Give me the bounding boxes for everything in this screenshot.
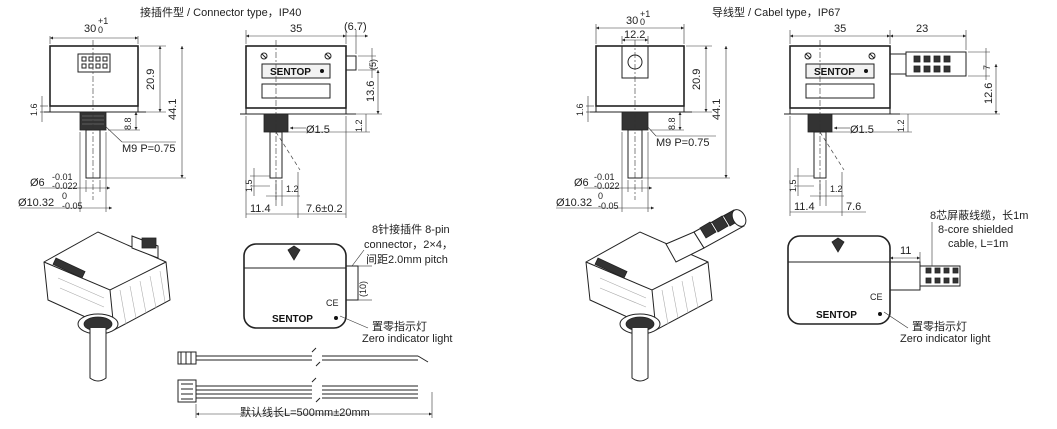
title-connector-type: 接插件型 / Connector type，IP40 <box>140 5 301 19</box>
cable-gland-iso <box>665 209 747 263</box>
dim-overall: 44.1 <box>711 99 723 120</box>
dim-shaft-dia: Ø6 <box>30 177 45 189</box>
brand-label: SENTOP <box>816 310 857 321</box>
connector-front-view: 30 +1 0 20.9 44.1 8.8 1.6 M9 P=0.75 Ø6 -… <box>18 16 186 212</box>
dim-shaft-len: 8.8 <box>667 117 677 130</box>
brand-label: SENTOP <box>270 67 311 78</box>
pin-note-line2: connector，2×4， <box>364 239 453 251</box>
dim-1-2a: 1.2 <box>896 119 906 132</box>
dim-7: 7 <box>982 65 992 70</box>
dim-body-dia-tol-bottom: -0.05 <box>598 201 619 211</box>
dim-shaft-dia-tol-top: -0.01 <box>52 172 73 182</box>
zero-indicator-cn: 置零指示灯 <box>912 319 967 333</box>
cable-front-view: 30 +1 0 12.2 20.9 44.1 8.8 1.6 M9 P=0.75… <box>556 9 730 212</box>
pin-note-line1: 8针接插件 8-pin <box>372 222 450 236</box>
dim-body-dia: Ø10.32 <box>556 197 592 209</box>
cable-side-view: SENTOP 35 23 7 12.6 1.2 Ø1.5 <box>784 23 1000 216</box>
dim-height: 13.6 <box>365 81 377 102</box>
dim-cable-len: 23 <box>916 23 928 35</box>
zero-indicator-en: Zero indicator light <box>362 333 453 345</box>
dim-body-dia-tol-bottom: -0.05 <box>62 201 83 211</box>
pin-note-line3: 间距2.0mm pitch <box>366 253 448 266</box>
dim-groove: Ø1.5 <box>306 124 330 136</box>
dim-width-tol-top: +1 <box>640 9 650 19</box>
dim-width-tol-bottom: 0 <box>640 17 645 27</box>
dim-height: 20.9 <box>691 69 703 90</box>
dim-1-5: 1.5 <box>244 179 254 192</box>
dim-11-4: 11.4 <box>250 203 271 215</box>
zero-indicator-en: Zero indicator light <box>900 333 991 345</box>
cable-isometric-view <box>585 209 747 382</box>
dim-shaft-dia-tol-top: -0.01 <box>594 172 615 182</box>
dim-body-dia-tol-top: 0 <box>598 191 603 201</box>
dim-width-tol-bottom: 0 <box>98 25 103 35</box>
label-thread: M9 P=0.75 <box>656 137 710 149</box>
cable-gland <box>905 51 967 77</box>
dim-1-2a: 1.2 <box>354 119 364 132</box>
dim-11-4: 11.4 <box>794 201 815 213</box>
dim-shaft-len: 8.8 <box>123 117 133 130</box>
dim-gland: 12.2 <box>624 29 645 41</box>
dim-height: 12.6 <box>983 83 995 104</box>
connector-isometric-view <box>43 231 171 382</box>
dim-1-2b: 1.2 <box>286 184 299 194</box>
connector-bottom-view: (10) CE SENTOP 8针接插件 8-pin connector，2×4… <box>243 222 453 345</box>
zero-indicator-cn: 置零指示灯 <box>372 319 427 333</box>
dim-7-6: 7.6 <box>846 201 861 213</box>
cable-note-line3: cable, L=1m <box>948 238 1008 250</box>
connector-pins <box>81 56 108 69</box>
ce-mark: CE <box>870 292 883 302</box>
dim-1-2b: 1.2 <box>830 184 843 194</box>
dim-overall: 44.1 <box>167 99 179 120</box>
dim-offset-2: (5) <box>368 59 378 70</box>
wire-harness: 默认线长L=500mm±20mm <box>177 347 433 419</box>
wire-length-note: 默认线长L=500mm±20mm <box>240 405 370 419</box>
cable-note-line1: 8芯屏蔽线缆，长1m <box>930 208 1028 222</box>
dim-1-5: 1.5 <box>788 179 798 192</box>
dim-flange: 1.6 <box>29 103 39 116</box>
brand-label: SENTOP <box>272 314 313 325</box>
title-cable-type: 导线型 / Cabel type，IP67 <box>712 5 840 19</box>
label-thread: M9 P=0.75 <box>122 143 176 155</box>
brand-label: SENTOP <box>814 67 855 78</box>
dim-offset: (6.7) <box>344 21 367 33</box>
cable-bottom-view: 11 8芯屏蔽线缆，长1m 8-core shielded cable, L=1… <box>787 208 1028 345</box>
dim-height: 20.9 <box>145 69 157 90</box>
dim-width: 35 <box>834 23 846 35</box>
dim-width: 35 <box>290 23 302 35</box>
dim-body-dia-tol-top: 0 <box>62 191 67 201</box>
dim-groove: Ø1.5 <box>850 124 874 136</box>
ce-mark: CE <box>326 298 339 308</box>
dim-10: (10) <box>358 281 368 297</box>
dim-flange: 1.6 <box>575 103 585 116</box>
dim-shaft-dia-tol-bottom: -0.022 <box>52 181 78 191</box>
dim-7-6: 7.6±0.2 <box>306 203 343 215</box>
dim-width: 30 <box>626 15 638 27</box>
dim-body-dia: Ø10.32 <box>18 197 54 209</box>
cable-note-line2: 8-core shielded <box>938 224 1013 236</box>
dim-width: 30 <box>84 23 96 35</box>
dim-shaft-dia: Ø6 <box>574 177 589 189</box>
connector-side-view: SENTOP 35 (6.7) (5) 13.6 1.2 Ø1.5 1.5 <box>240 21 382 218</box>
dim-width-tol-top: +1 <box>98 16 108 26</box>
dim-11: 11 <box>900 245 911 257</box>
dim-shaft-dia-tol-bottom: -0.022 <box>594 181 620 191</box>
